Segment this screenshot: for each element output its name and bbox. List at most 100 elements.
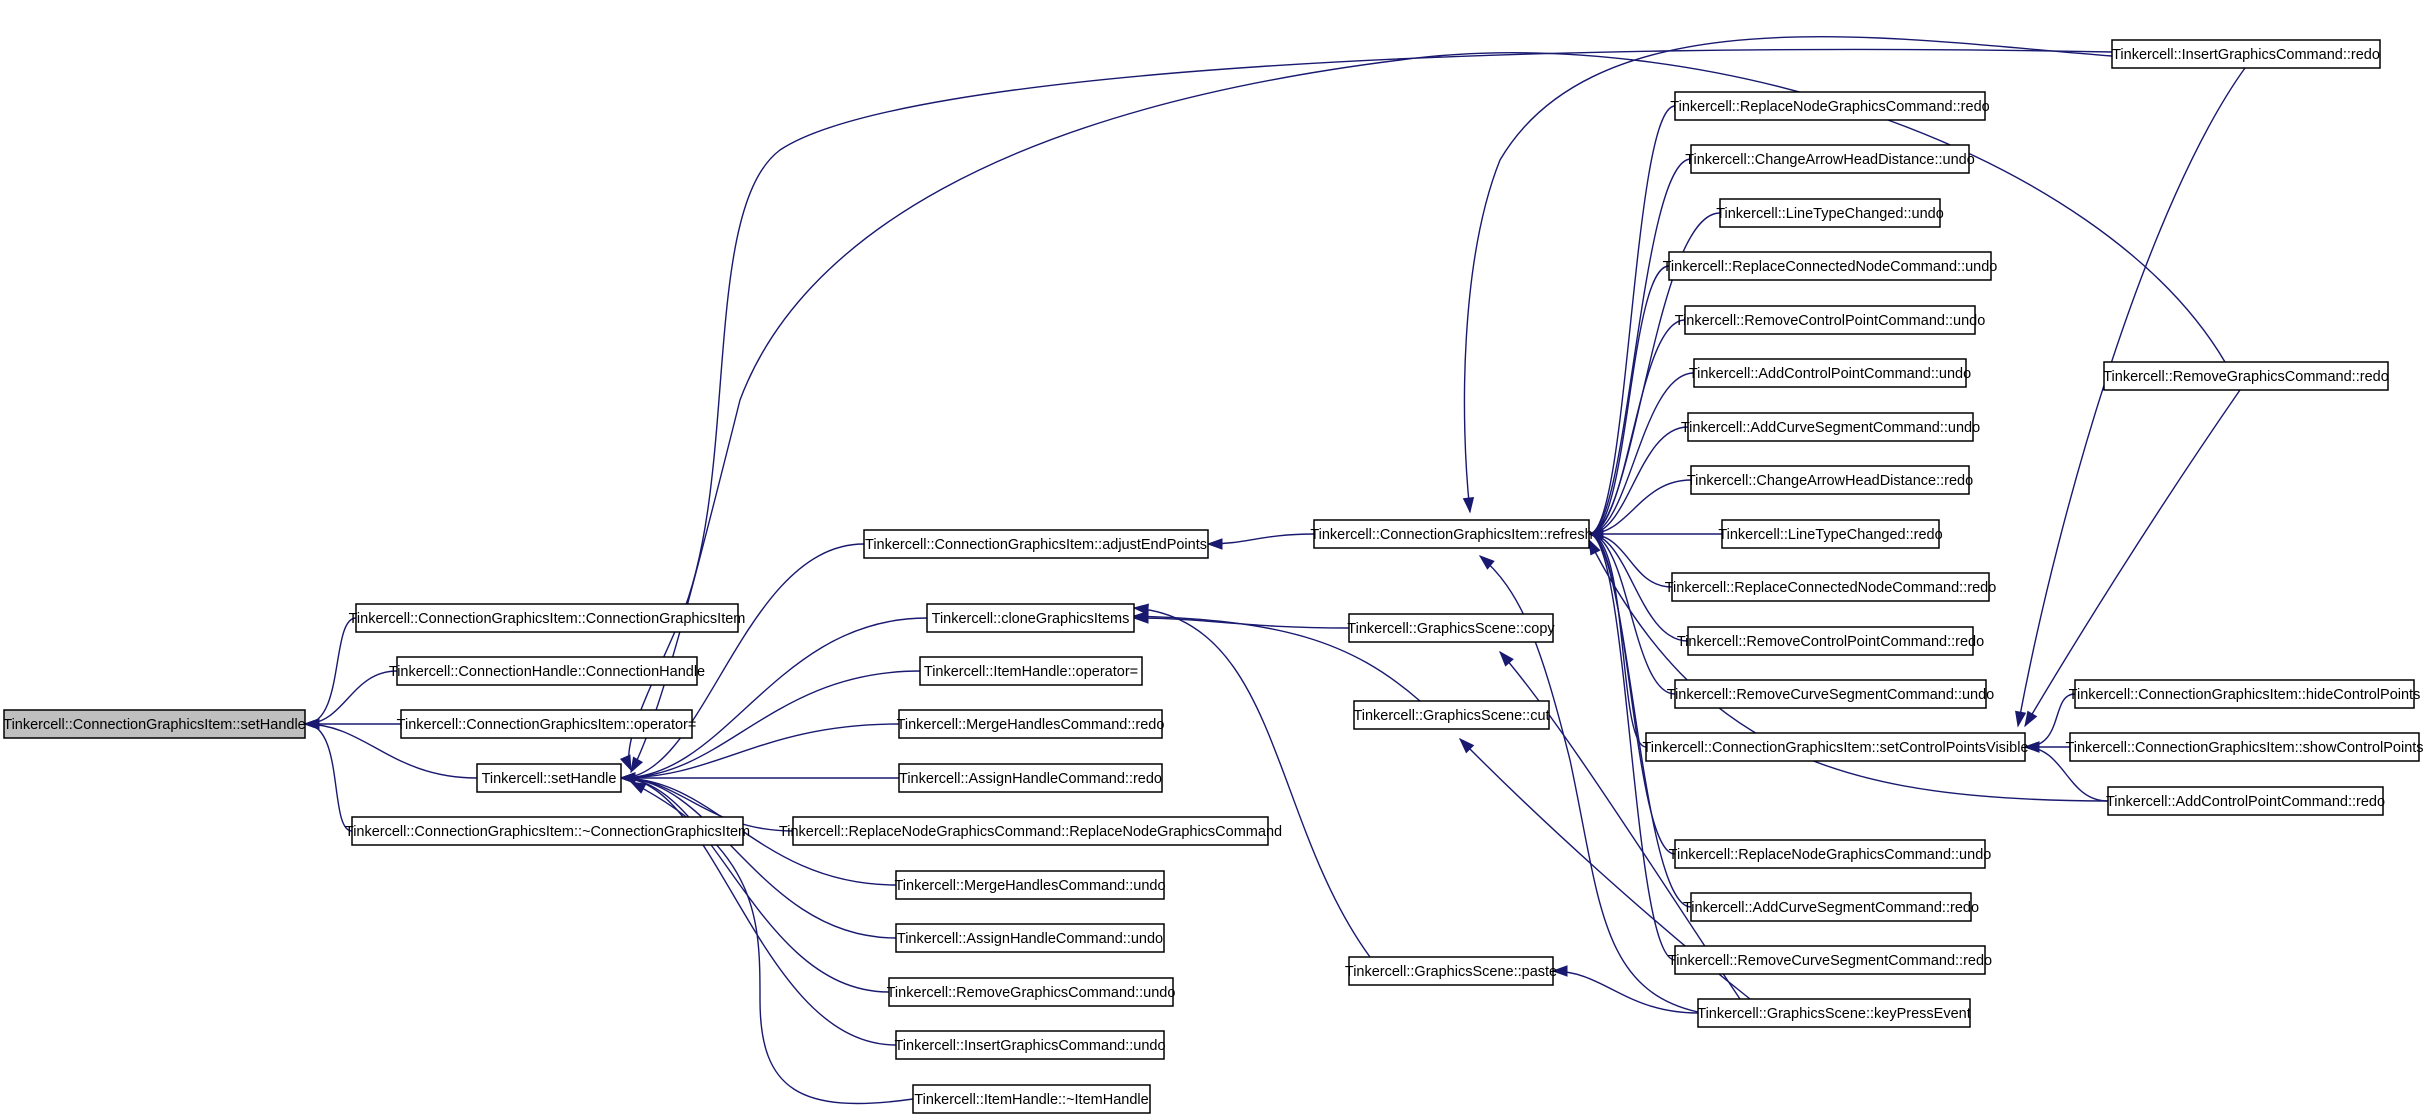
edge-refresh-to-adjustEndPoints xyxy=(1206,533,1315,550)
node-assignRedo[interactable]: Tinkercell::AssignHandleCommand::redo xyxy=(898,763,1163,793)
arrowhead xyxy=(1206,538,1223,550)
edge-lineTypeRedo-to-refresh xyxy=(1587,528,1722,540)
node-ihAssign[interactable]: Tinkercell::ItemHandle::operator= xyxy=(919,656,1143,686)
edge-line xyxy=(1479,555,1699,1013)
node-replaceConnUndo[interactable]: Tinkercell::ReplaceConnectedNodeCommand:… xyxy=(1663,251,1998,281)
edge-removeGraphicsRedo-to-setHandle xyxy=(630,52,2226,774)
node-lineTypeUndo[interactable]: Tinkercell::LineTypeChanged::undo xyxy=(1716,198,1944,228)
node-cgiAssign[interactable]: Tinkercell::ConnectionGraphicsItem::oper… xyxy=(397,709,697,739)
edge-line xyxy=(627,48,2113,771)
node-removeGraphicsRedo[interactable]: Tinkercell::RemoveGraphicsCommand::redo xyxy=(2103,361,2389,391)
node-box xyxy=(1690,892,1972,922)
edge-line xyxy=(304,723,353,832)
node-arrowUndo[interactable]: Tinkercell::ChangeArrowHeadDistance::und… xyxy=(1685,144,1975,174)
node-setHandleRoot[interactable]: Tinkercell::ConnectionGraphicsItem::setH… xyxy=(3,709,306,739)
node-showCP[interactable]: Tinkercell::ConnectionGraphicsItem::show… xyxy=(2065,732,2424,762)
edge-addCPRedo-to-setCPVisible xyxy=(2023,741,2109,802)
node-addCurveRedo[interactable]: Tinkercell::AddCurveSegmentCommand::redo xyxy=(1683,892,1979,922)
node-removeCPUndo[interactable]: Tinkercell::RemoveControlPointCommand::u… xyxy=(1675,305,1986,335)
arrowhead xyxy=(1587,528,1604,540)
node-label: Tinkercell::ChangeArrowHeadDistance::red… xyxy=(1687,473,1973,489)
node-label: Tinkercell::cloneGraphicsItems xyxy=(932,611,1130,627)
node-box xyxy=(1674,945,1986,975)
node-replaceNodeRedo[interactable]: Tinkercell::ReplaceNodeGraphicsCommand::… xyxy=(1670,91,1990,121)
node-box xyxy=(1719,198,1941,228)
node-refresh[interactable]: Tinkercell::ConnectionGraphicsItem::refr… xyxy=(1310,519,1593,549)
node-keyPress[interactable]: Tinkercell::GraphicsScene::keyPressEvent xyxy=(1697,998,1971,1028)
edge-insertGraphicsRedo-to-setHandle xyxy=(619,48,2113,772)
node-addCPRedo[interactable]: Tinkercell::AddControlPointCommand::redo xyxy=(2106,786,2385,816)
node-label: Tinkercell::ConnectionGraphicsItem::show… xyxy=(2065,740,2423,756)
node-box xyxy=(1690,144,1970,174)
node-label: Tinkercell::ItemHandle::operator= xyxy=(924,664,1138,680)
node-sceneCut[interactable]: Tinkercell::GraphicsScene::cut xyxy=(1353,700,1550,730)
node-addCPUndo[interactable]: Tinkercell::AddControlPointCommand::undo xyxy=(1689,358,1971,388)
edge-layer xyxy=(303,35,2246,1105)
node-adjustEndPoints[interactable]: Tinkercell::ConnectionGraphicsItem::adju… xyxy=(863,529,1209,559)
arrowhead xyxy=(619,772,636,784)
node-label: Tinkercell::LineTypeChanged::undo xyxy=(1716,206,1944,222)
edge-line xyxy=(1133,607,1371,958)
node-box xyxy=(895,1030,1165,1060)
node-replaceNodeUndo[interactable]: Tinkercell::ReplaceNodeGraphicsCommand::… xyxy=(1669,839,1992,869)
node-chCtor[interactable]: Tinkercell::ConnectionHandle::Connection… xyxy=(389,656,705,686)
node-removeCurveRedo[interactable]: Tinkercell::RemoveCurveSegmentCommand::r… xyxy=(1668,945,1992,975)
node-label: Tinkercell::RemoveControlPointCommand::r… xyxy=(1677,634,1984,650)
node-box xyxy=(1721,519,1940,549)
node-cgiDtor[interactable]: Tinkercell::ConnectionGraphicsItem::~Con… xyxy=(345,816,750,846)
edge-line xyxy=(304,617,357,725)
node-label: Tinkercell::ConnectionGraphicsItem::setH… xyxy=(3,717,306,733)
arrowhead xyxy=(619,754,632,772)
edge-replaceConnUndo-to-refresh xyxy=(1587,265,1670,540)
arrowhead xyxy=(1478,555,1495,570)
node-addCurveUndo[interactable]: Tinkercell::AddCurveSegmentCommand::undo xyxy=(1681,412,1980,442)
edge-insertGraphicsUndo-to-setHandle xyxy=(619,772,897,1046)
node-removeCPRedo[interactable]: Tinkercell::RemoveControlPointCommand::r… xyxy=(1677,626,1984,656)
node-label: Tinkercell::AddControlPointCommand::undo xyxy=(1689,366,1971,382)
node-replaceConnRedo[interactable]: Tinkercell::ReplaceConnectedNodeCommand:… xyxy=(1665,572,1997,602)
node-setHandle[interactable]: Tinkercell::setHandle xyxy=(476,763,622,793)
node-box xyxy=(1668,251,1992,281)
edge-removeGraphicsUndo-to-setHandle xyxy=(619,772,890,993)
node-mergeUndo[interactable]: Tinkercell::MergeHandlesCommand::undo xyxy=(894,870,1166,900)
node-label: Tinkercell::ReplaceNodeGraphicsCommand::… xyxy=(1669,847,1992,863)
node-box xyxy=(1684,305,1976,335)
node-arrowRedo[interactable]: Tinkercell::ChangeArrowHeadDistance::red… xyxy=(1687,465,1973,495)
node-insertGraphicsRedo[interactable]: Tinkercell::InsertGraphicsCommand::redo xyxy=(2111,39,2381,69)
node-assignUndo[interactable]: Tinkercell::AssignHandleCommand::undo xyxy=(895,923,1165,953)
node-insertGraphicsUndo[interactable]: Tinkercell::InsertGraphicsCommand::undo xyxy=(894,1030,1166,1060)
arrowhead xyxy=(1132,610,1149,623)
node-hideCP[interactable]: Tinkercell::ConnectionGraphicsItem::hide… xyxy=(2069,679,2421,709)
edge-line xyxy=(1552,970,1699,1014)
node-box xyxy=(1674,679,1987,709)
node-mergeRedo[interactable]: Tinkercell::MergeHandlesCommand::redo xyxy=(897,709,1165,739)
node-setCPVisible[interactable]: Tinkercell::ConnectionGraphicsItem::setC… xyxy=(1642,732,2029,762)
arrowhead xyxy=(2023,741,2040,753)
node-box xyxy=(1674,839,1986,869)
node-replaceNodeCtor[interactable]: Tinkercell::ReplaceNodeGraphicsCommand::… xyxy=(779,816,1282,846)
edge-line xyxy=(1588,319,1686,535)
node-box xyxy=(863,529,1209,559)
node-label: Tinkercell::ReplaceNodeGraphicsCommand::… xyxy=(1670,99,1989,115)
node-removeCurveUndo[interactable]: Tinkercell::RemoveCurveSegmentCommand::u… xyxy=(1667,679,1994,709)
node-label: Tinkercell::ItemHandle::~ItemHandle xyxy=(914,1092,1148,1108)
node-scenePaste[interactable]: Tinkercell::GraphicsScene::paste xyxy=(1345,956,1557,986)
node-cloneGraphicsItems[interactable]: Tinkercell::cloneGraphicsItems xyxy=(926,603,1135,633)
node-removeGraphicsUndo[interactable]: Tinkercell::RemoveGraphicsCommand::undo xyxy=(887,977,1176,1007)
edge-line xyxy=(1588,533,1647,748)
edge-line xyxy=(1588,533,1676,695)
node-label: Tinkercell::ConnectionGraphicsItem::Conn… xyxy=(349,611,746,627)
node-lineTypeRedo[interactable]: Tinkercell::LineTypeChanged::redo xyxy=(1718,519,1943,549)
node-ihDtor[interactable]: Tinkercell::ItemHandle::~ItemHandle xyxy=(912,1084,1151,1114)
edge-scenePaste-to-cloneGraphicsItems xyxy=(1132,603,1371,958)
edge-line xyxy=(1588,533,1692,908)
node-box xyxy=(351,816,744,846)
edge-removeGraphicsRedo-to-setCPVisible xyxy=(2024,389,2241,728)
node-box xyxy=(888,977,1174,1007)
node-label: Tinkercell::ConnectionHandle::Connection… xyxy=(389,664,705,680)
node-box xyxy=(1671,572,1990,602)
node-sceneCopy[interactable]: Tinkercell::GraphicsScene::copy xyxy=(1347,613,1555,643)
node-cgiCtor[interactable]: Tinkercell::ConnectionGraphicsItem::Conn… xyxy=(349,603,746,633)
edge-line xyxy=(1588,158,1692,535)
